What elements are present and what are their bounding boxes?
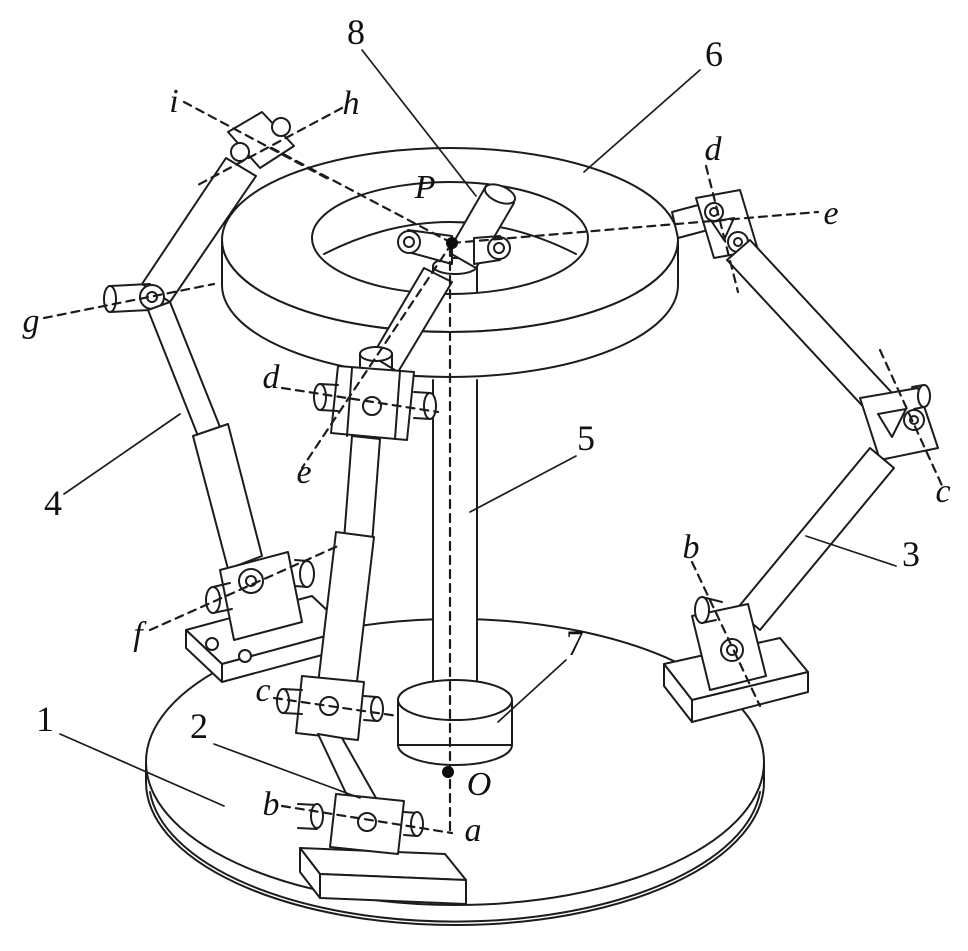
left-leg bbox=[103, 111, 349, 683]
left-flange-bolt-2 bbox=[238, 649, 252, 663]
axis-g-line bbox=[42, 282, 216, 320]
middle-strut-rod bbox=[343, 435, 381, 545]
joint-stub-cylinder bbox=[447, 185, 515, 269]
label-callout-3: 3 bbox=[902, 534, 920, 574]
ring-outer-wall bbox=[221, 239, 679, 378]
right-leg bbox=[663, 189, 939, 723]
label-axis-b-bottom: b bbox=[263, 786, 280, 823]
left-strut-sleeve bbox=[192, 423, 263, 570]
ring-inner-wall-edge bbox=[323, 221, 577, 255]
leader-8 bbox=[361, 49, 477, 197]
center-column-lower bbox=[432, 379, 478, 703]
leader-2 bbox=[213, 743, 361, 799]
label-callout-5: 5 bbox=[577, 418, 595, 458]
middle-clevis-b-cyl-left-cap bbox=[310, 803, 324, 829]
label-axis-d-upper-right: d bbox=[705, 131, 723, 168]
middle-mount-front bbox=[319, 873, 467, 905]
axis-c-right-line bbox=[878, 348, 946, 492]
joint-stub-cap bbox=[483, 183, 517, 205]
middle-clevis-c-cyl-left-lines bbox=[282, 688, 303, 715]
leader-3 bbox=[805, 535, 897, 567]
right-top-lug-2-hole bbox=[733, 237, 743, 247]
leader-4 bbox=[63, 413, 181, 495]
middle-ujoint-pin bbox=[362, 396, 382, 416]
label-callout-1: 1 bbox=[36, 699, 54, 739]
right-base-clevis-cyl-cap bbox=[694, 596, 710, 624]
label-callout-2: 2 bbox=[190, 706, 208, 746]
middle-clevis-b-cyl-right-cap bbox=[410, 811, 424, 837]
left-flange-bolt-1 bbox=[205, 637, 219, 651]
column-base-boss bbox=[397, 679, 513, 766]
left-top-ujoint-lug-1 bbox=[230, 142, 250, 162]
label-axis-h: h bbox=[343, 85, 360, 122]
joint-right-lug-hole bbox=[493, 242, 505, 254]
axis-d-middle-line bbox=[280, 386, 440, 414]
middle-mount-side bbox=[299, 847, 321, 899]
label-callout-6: 6 bbox=[705, 34, 723, 74]
axis-i-line bbox=[182, 100, 332, 182]
axis-h-line bbox=[194, 106, 344, 188]
axis-c-middle-line bbox=[272, 696, 400, 718]
middle-clevis-c-cyl-right-cap bbox=[370, 696, 384, 722]
label-point-P: P bbox=[414, 169, 436, 206]
label-callout-8: 8 bbox=[347, 12, 365, 52]
axis-b-right-line bbox=[690, 560, 762, 708]
label-callout-7: 7 bbox=[566, 623, 584, 663]
label-axis-f: f bbox=[133, 616, 147, 653]
label-axis-e-right: e bbox=[823, 195, 838, 232]
middle-clevis-c-cyl-left-cap bbox=[276, 688, 290, 714]
middle-leg bbox=[276, 267, 467, 905]
joint-left-lug-hole bbox=[403, 236, 415, 248]
boss-top-ellipse bbox=[397, 679, 513, 721]
middle-ujoint-cap bbox=[359, 346, 393, 362]
label-axis-a: a bbox=[465, 812, 482, 849]
axis-lines bbox=[42, 100, 946, 835]
column-fill bbox=[433, 380, 477, 702]
base-rim-edge-2 bbox=[149, 791, 761, 923]
boss-side-edges bbox=[397, 699, 513, 746]
labels: 8 6 i h d P e g d 5 e 4 c b 3 f 7 c 1 2 … bbox=[23, 12, 951, 849]
axis-b-bottom-line bbox=[280, 804, 454, 835]
left-top-ujoint-block bbox=[227, 111, 295, 169]
right-elbow-cut bbox=[877, 408, 907, 438]
column-side-edges bbox=[432, 379, 478, 703]
axis-e-middle-line bbox=[300, 241, 454, 470]
left-base-clevis-cyl-right-cap bbox=[299, 560, 315, 588]
leader-6 bbox=[583, 69, 701, 173]
point-O-marker bbox=[442, 766, 454, 778]
label-axis-c-middle: c bbox=[255, 672, 270, 709]
label-point-O: O bbox=[467, 766, 492, 803]
leader-1 bbox=[59, 733, 225, 807]
middle-clevis-b-pin bbox=[357, 812, 377, 832]
left-elbow-cylinder-cap bbox=[103, 285, 117, 313]
axis-d-right-line bbox=[704, 164, 740, 294]
middle-ujoint-cyl-left-cap bbox=[313, 383, 327, 411]
label-axis-g: g bbox=[23, 303, 40, 340]
axis-e-right-line bbox=[450, 210, 820, 245]
center-top-joint bbox=[397, 183, 517, 269]
left-base-clevis-cyl-left-cap bbox=[205, 586, 221, 614]
boss-bottom-arc bbox=[397, 744, 513, 766]
label-axis-e-middle: e bbox=[296, 454, 311, 491]
middle-ujoint-cyl-right-cap bbox=[423, 392, 437, 420]
axis-f-line bbox=[148, 544, 340, 632]
middle-ujoint-cyl-left-lines bbox=[319, 383, 339, 412]
label-axis-d-middle: d bbox=[263, 359, 281, 396]
label-axis-i: i bbox=[169, 83, 178, 120]
point-P-marker bbox=[446, 237, 458, 249]
right-elbow-cyl-cap bbox=[917, 384, 931, 408]
label-axis-c-right: c bbox=[935, 473, 950, 510]
left-strut-rod bbox=[147, 301, 223, 442]
base-rim-edge-1 bbox=[145, 781, 765, 926]
left-top-ujoint-lug-2 bbox=[271, 117, 291, 137]
label-axis-b-right: b bbox=[683, 529, 700, 566]
right-mount-flange-front bbox=[691, 671, 809, 723]
leader-5 bbox=[469, 455, 577, 513]
leader-7 bbox=[497, 659, 567, 723]
label-callout-4: 4 bbox=[44, 483, 62, 523]
left-elbow-cylinder bbox=[109, 283, 151, 313]
leader-lines bbox=[59, 49, 897, 807]
